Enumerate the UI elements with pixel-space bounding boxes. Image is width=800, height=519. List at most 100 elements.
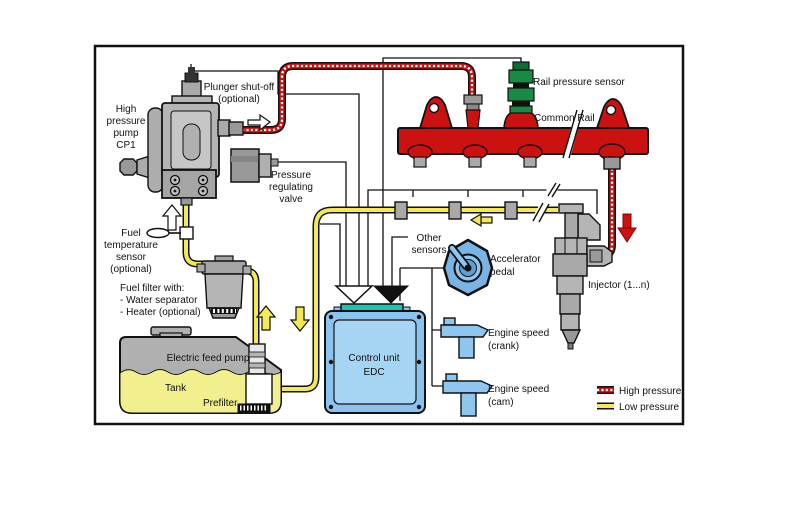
pump-valve-block <box>161 169 217 199</box>
harness-arrow-sensors <box>372 285 410 304</box>
harness-arrow-actuators <box>334 285 374 305</box>
pressure-valve-label: Pressure <box>271 170 311 181</box>
valve-cap <box>258 153 272 178</box>
screw <box>416 359 422 365</box>
sensor-body <box>507 87 535 102</box>
lp-line-break-mark <box>531 199 550 223</box>
filter-head <box>201 260 247 275</box>
hp-line-dashes <box>242 64 474 132</box>
electrical-wires <box>190 57 598 387</box>
sensor-body <box>508 69 534 84</box>
pump-label: High <box>116 104 137 115</box>
filter-ribs <box>211 308 237 314</box>
high-pressure-pump <box>119 67 244 206</box>
bolt-center <box>173 178 177 182</box>
screw <box>328 359 334 365</box>
other-sensors-label: Other <box>416 233 442 244</box>
bolt-center <box>201 189 205 193</box>
injector-nozzle-holder <box>560 313 580 331</box>
break-gap <box>531 199 550 223</box>
engine-speed-cam-label: Engine speed <box>488 384 549 395</box>
accelerator-pedal-label: pedal <box>490 267 514 278</box>
arrow-head <box>469 212 482 228</box>
rail-inlet-boss <box>465 109 481 129</box>
injector-neck <box>564 212 579 239</box>
pump-outlet-port <box>217 119 231 137</box>
break-slash <box>547 182 557 197</box>
control-unit-label: EDC <box>363 367 384 378</box>
pump-mounting-flange <box>147 107 164 193</box>
pedal-hub <box>464 264 472 272</box>
feed-pump-band <box>248 362 266 369</box>
pump-inlet-flow-arrow <box>161 204 183 231</box>
bolt-center <box>173 189 177 193</box>
lug-hole <box>428 102 440 114</box>
plunger-shutoff-label: (optional) <box>218 94 260 105</box>
pressure-valve-label: valve <box>279 194 303 205</box>
pump-body-slot <box>182 123 201 161</box>
injector-return-cap <box>558 203 584 214</box>
sensor-tab <box>445 373 458 382</box>
wire-break-mark <box>546 182 561 198</box>
pump-label: pressure <box>107 116 146 127</box>
fuel-filter-label: - Heater (optional) <box>120 307 201 318</box>
return-line-connector <box>448 201 462 220</box>
fuel-tank <box>119 326 282 414</box>
injector <box>552 203 613 350</box>
pump-outlet-fitting <box>228 121 244 136</box>
rail-outlet-fitting <box>603 156 621 170</box>
tank-label: Tank <box>165 383 187 394</box>
filter-outlet-port <box>196 263 206 273</box>
legend: High pressure Low pressure <box>597 386 682 413</box>
feed-pump-band <box>248 351 266 358</box>
hp-inlet-nut <box>589 249 603 263</box>
fuel-temp-label: sensor <box>116 252 147 263</box>
break-slash <box>532 202 544 222</box>
rail-outlet-nipple <box>523 156 537 168</box>
injector-nozzle <box>560 329 582 344</box>
sensor-body <box>458 336 475 359</box>
arrow-shaft <box>480 216 493 224</box>
sensor-boss <box>503 111 539 129</box>
sensor-head <box>442 380 494 394</box>
break-slash <box>551 183 561 198</box>
sensor-bulb <box>146 227 170 239</box>
pressure-regulating-valve <box>230 148 279 183</box>
common-rail <box>397 94 649 170</box>
pressure-valve-wire <box>277 161 347 287</box>
arrow-head <box>617 227 637 243</box>
ecu-cover <box>333 319 417 405</box>
screw <box>416 314 422 320</box>
sensor-band <box>513 83 529 88</box>
pedal-lever <box>449 245 469 269</box>
solenoid-terminal <box>188 67 195 74</box>
pump-inlet-fitting <box>180 197 193 206</box>
feed-pump-body <box>248 343 266 375</box>
plunger-shutoff-label: Plunger shut-off <box>204 82 275 93</box>
return-line-wire <box>320 223 341 287</box>
sensor-band <box>512 101 530 106</box>
control-unit-label: Control unit <box>348 353 399 364</box>
common-rail-label: Common Rail <box>534 113 595 124</box>
rail-break-slash <box>562 109 578 159</box>
other-sensors-wire <box>391 236 408 287</box>
other-sensors-label: sensors <box>411 245 446 256</box>
rail-outlet-nipple <box>413 156 427 168</box>
fuel-temp-label: Fuel <box>121 228 140 239</box>
accelerator-pedal-label: Accelerator <box>490 254 541 265</box>
lp-flow-arrow-up <box>255 305 277 331</box>
rail-sensor-wire <box>382 57 522 287</box>
engine-speed-sensor-crank <box>440 317 490 359</box>
prefilter-housing <box>245 373 273 405</box>
injector-collar <box>554 237 588 255</box>
accelerator-pedal-sensor <box>442 238 494 297</box>
filter-inlet-port <box>242 265 252 275</box>
pump-label: CP1 <box>116 140 136 151</box>
return-line-connector <box>394 201 408 220</box>
break-slash <box>538 203 550 223</box>
fuel-filter <box>196 255 252 319</box>
rail-inlet-fitting <box>463 94 483 105</box>
nozzle-tip <box>567 342 574 350</box>
valve-band <box>231 156 259 162</box>
